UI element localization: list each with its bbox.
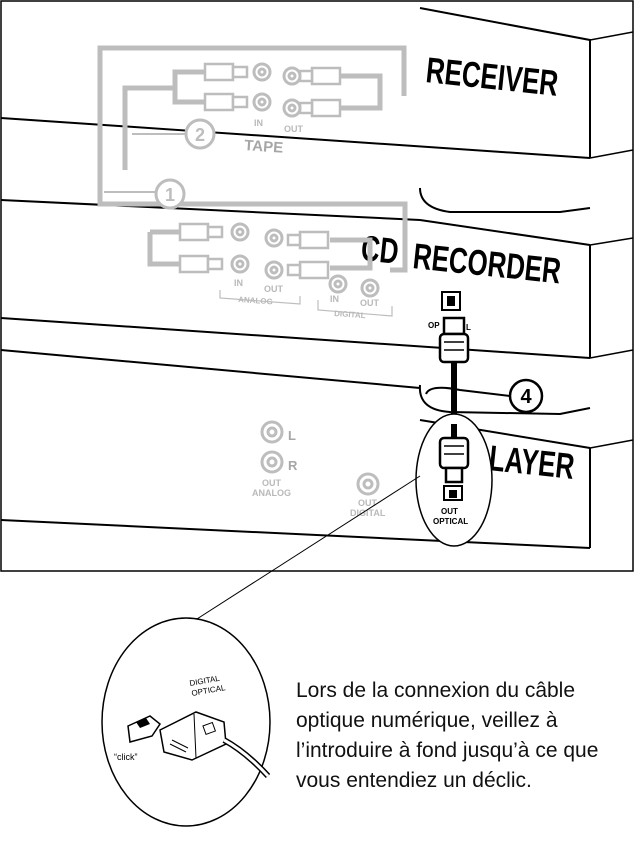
illustration-frame (0, 0, 634, 572)
callout-1: 1 (104, 178, 186, 210)
optical-cable (438, 316, 470, 440)
analog-cables (97, 45, 408, 273)
recorder-jacks (230, 222, 380, 298)
svg-text:2: 2 (195, 125, 205, 145)
svg-text:OP: OP (428, 321, 440, 330)
player-analog-out-label: OUT (262, 478, 282, 488)
recorder-digital-in-label: IN (330, 294, 339, 304)
player-optical-highlight: OUT OPTICAL (415, 413, 493, 547)
receiver-jacks (252, 62, 302, 118)
recorder-out-label: OUT (264, 284, 284, 294)
recorder-plugs (178, 222, 330, 280)
player-label: LAYER (487, 438, 576, 487)
player-right-label: R (288, 458, 298, 473)
tape-label: TAPE (244, 137, 284, 157)
player-digital-label: DIGITAL (350, 508, 386, 518)
zoom-detail: DIGITAL OPTICAL “click” (101, 617, 271, 827)
svg-text:4: 4 (520, 386, 532, 408)
player-jacks (260, 420, 380, 496)
zoom-leader-line (185, 475, 421, 627)
caption-line: l’introduire à fond jusqu’à ce que (296, 739, 599, 762)
receiver-out-label: OUT (284, 124, 304, 134)
svg-text:L: L (466, 323, 471, 332)
recorder-optical-input: OP L (428, 291, 471, 332)
player-digital-out-label: OUT (358, 498, 378, 508)
svg-text:1: 1 (165, 185, 175, 205)
player-left-label: L (288, 428, 296, 443)
recorder-label-prefix: CD (359, 228, 400, 272)
analog-group-label: ANALOG (238, 295, 273, 306)
digital-group-label: DIGITAL (334, 309, 366, 320)
recorder-digital-out-label: OUT (360, 298, 380, 308)
receiver-in-label: IN (254, 118, 263, 128)
callout-2: 2 (132, 118, 216, 150)
caption-line: Lors de la connexion du câble (296, 679, 576, 702)
click-label: “click” (114, 752, 138, 762)
player-analog-label: ANALOG (252, 488, 291, 498)
callout-4: 4 (425, 378, 544, 414)
svg-text:OUT: OUT (441, 507, 458, 516)
player-unit: C LAYER (0, 349, 634, 549)
recorder-label: RECORDER (411, 236, 563, 291)
receiver-plugs (203, 62, 342, 118)
receiver-label: RECEIVER (424, 50, 560, 104)
instruction-caption: Lors de la connexion du câble optique nu… (296, 676, 632, 796)
caption-line: optique numérique, veillez à (296, 709, 558, 732)
recorder-in-label: IN (234, 278, 243, 288)
svg-text:OPTICAL: OPTICAL (433, 517, 468, 526)
caption-line: vous entendiez un déclic. (296, 769, 532, 792)
